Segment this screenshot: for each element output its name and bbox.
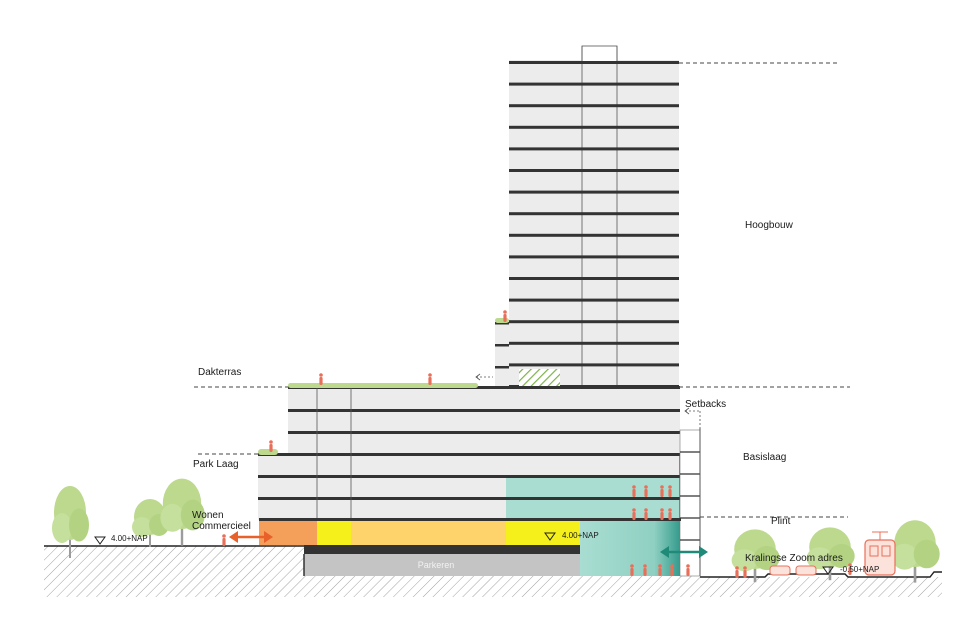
level-marker-icon — [544, 532, 556, 541]
commercial-ground-floor — [259, 518, 681, 545]
setbacks-balconies — [679, 428, 701, 577]
floor-slab — [509, 190, 679, 194]
person-icon — [670, 564, 674, 576]
floor-slab — [509, 82, 679, 86]
parking-level: Parkeren — [303, 545, 629, 576]
level-marker-mid: 4.00+NAP — [544, 531, 599, 541]
parkeren-label: Parkeren — [418, 560, 455, 570]
level-label-mid: 4.00+NAP — [562, 531, 599, 540]
person-icon — [660, 485, 664, 497]
double-arrow-icon — [229, 531, 273, 543]
floor-slab — [509, 125, 679, 129]
floor-slab — [509, 298, 679, 302]
person-icon — [668, 508, 672, 520]
label-kralingse-zoom: Kralingse Zoom adres — [745, 553, 843, 564]
floor-slab — [509, 212, 679, 216]
person-icon — [632, 508, 636, 520]
person-icon — [503, 310, 507, 322]
floor-slab — [506, 475, 680, 478]
person-icon — [630, 564, 634, 576]
floor-slab — [258, 453, 680, 456]
floor-slab — [509, 255, 679, 259]
label-wonen: Wonen — [192, 510, 224, 521]
floor-slab — [288, 409, 680, 412]
person-icon — [428, 373, 432, 385]
person-icon — [658, 564, 662, 576]
level-label-left: 4.00+NAP — [111, 534, 148, 543]
floor-slab — [509, 363, 679, 367]
level-marker-right: -0.50+NAP — [822, 565, 879, 575]
floor-slab — [509, 233, 679, 237]
setback-block — [495, 322, 560, 388]
person-icon — [319, 373, 323, 385]
person-icon — [643, 564, 647, 576]
floor-slab — [509, 277, 679, 280]
person-icon — [686, 564, 690, 576]
floor-slab — [258, 497, 680, 500]
floor-slab — [509, 320, 679, 324]
double-arrow-icon — [660, 546, 708, 558]
floor-slab — [258, 475, 522, 478]
floor-slab — [288, 431, 680, 434]
person-icon — [735, 566, 739, 578]
green-roof-hatch — [519, 369, 560, 388]
label-basislaag: Basislaag — [743, 452, 786, 463]
floor-slab — [509, 341, 679, 345]
podium-floor-slabs — [258, 386, 680, 500]
person-icon — [269, 440, 273, 452]
car-icon — [769, 565, 817, 576]
tower-hoogbouw — [509, 45, 679, 576]
level-marker-icon — [822, 566, 834, 575]
label-plint: Plint — [771, 516, 791, 527]
person-icon — [644, 485, 648, 497]
floor-slab — [288, 386, 680, 389]
label-dakterras: Dakterras — [198, 367, 241, 378]
label-hoogbouw: Hoogbouw — [745, 220, 794, 231]
label-commercieel: Commercieel — [192, 521, 251, 532]
setback-arrows — [475, 373, 701, 428]
ground-section — [44, 545, 942, 597]
label-park-laag: Park Laag — [193, 459, 239, 470]
person-icon — [668, 485, 672, 497]
level-marker-left: 4.00+NAP — [94, 534, 148, 545]
person-icon — [660, 508, 664, 520]
person-icon — [644, 508, 648, 520]
floor-slab — [509, 104, 679, 108]
level-marker-icon — [94, 536, 106, 545]
guide-lines — [194, 62, 850, 518]
floor-slab — [509, 61, 679, 64]
person-icon — [743, 566, 747, 578]
person-icon — [632, 485, 636, 497]
label-setbacks: Setbacks — [685, 399, 726, 410]
floor-slab — [509, 169, 679, 172]
person-icon — [222, 534, 226, 546]
tram-icon — [864, 531, 896, 576]
floor-slab — [509, 147, 679, 151]
level-label-right: -0.50+NAP — [840, 565, 879, 574]
